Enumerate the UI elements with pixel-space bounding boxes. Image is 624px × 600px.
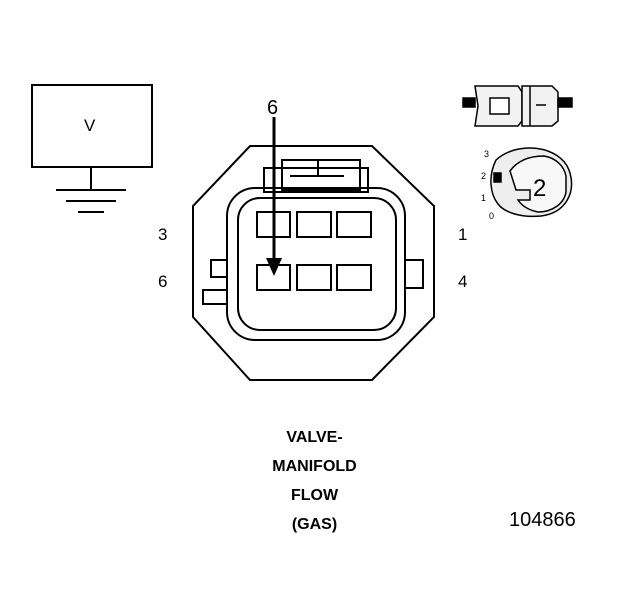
connector-face [192,145,435,381]
adapter-scale-0: 0 [489,211,495,221]
probe-pin-label: 6 [267,97,279,119]
voltmeter-label: V [84,116,96,135]
pin-label-3: 3 [158,225,168,244]
pin-label-6: 6 [158,272,168,291]
adapter-selector [490,147,573,218]
figure-number: 104866 [509,509,576,531]
voltmeter-symbol [31,84,153,213]
adapter-scale-3: 3 [484,149,490,159]
adapter-position: 2 [533,175,547,202]
caption-line-3: FLOW [290,487,339,504]
adapter-scale-2: 2 [481,171,487,181]
adapter-scale-1: 1 [481,193,487,203]
caption-line-4: (GAS) [291,516,338,533]
caption-line-2: MANIFOLD [272,458,357,475]
adapter-side-view [462,85,573,127]
pin-label-4: 4 [458,272,468,291]
caption-line-1: VALVE- [286,429,343,446]
pin-label-1: 1 [458,225,468,244]
probe-arrow [266,117,282,276]
